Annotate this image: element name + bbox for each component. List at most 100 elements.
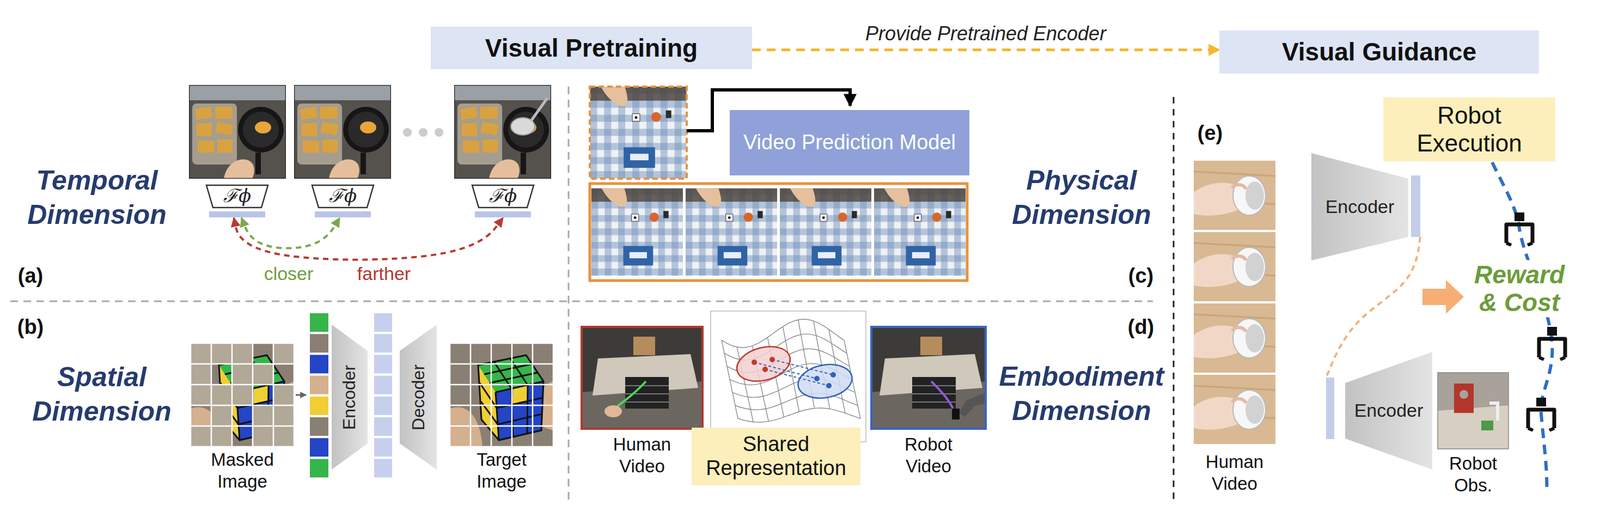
image-patch <box>309 437 329 457</box>
grid-line <box>449 343 451 447</box>
human-video-photo <box>581 326 703 429</box>
grid-line <box>190 342 295 345</box>
latent-column <box>373 312 393 478</box>
dimension-title: Embodiment Dimension <box>999 359 1165 428</box>
panel-tag: (b) <box>17 315 45 339</box>
reward-arrow <box>1422 279 1464 314</box>
predicted-frames <box>779 188 872 276</box>
gripper-icon <box>1506 212 1533 246</box>
predicted-frames <box>591 188 683 276</box>
latent-token <box>373 395 393 416</box>
encoder-trapezoid: Encoder <box>1326 351 1433 470</box>
trapezoid-shape <box>312 185 374 208</box>
mask-patch <box>211 343 232 364</box>
grid-line <box>449 446 554 448</box>
encoder-trapezoid: Encoder <box>1311 153 1421 261</box>
mask-patch <box>190 425 212 447</box>
latent-manifold <box>762 366 768 372</box>
predicted-frames <box>685 188 778 276</box>
grid-line <box>190 446 295 448</box>
patch-column <box>309 312 329 478</box>
guidance-human-frames <box>1193 160 1276 230</box>
mask-patch <box>252 425 274 447</box>
trapezoid-shape <box>1345 351 1433 470</box>
latent-token <box>373 353 393 374</box>
text-holder: ℱϕ <box>311 184 375 208</box>
dimension-title: Temporal Dimension <box>27 163 167 232</box>
human-video-photo <box>614 381 646 409</box>
robot-observation-photo <box>1437 372 1509 449</box>
grid-line <box>552 343 555 447</box>
connector <box>241 217 340 249</box>
stage-header: Visual Guidance <box>1219 30 1540 74</box>
mask-patch <box>273 425 295 447</box>
node-text: Encoder <box>339 364 360 430</box>
latent-manifold <box>751 356 775 372</box>
separator-lines <box>1173 96 1175 500</box>
grid-line <box>449 363 554 365</box>
human-video-photo <box>581 326 703 429</box>
latent-manifold <box>710 310 866 442</box>
guidance-human-frames <box>1193 231 1276 302</box>
robot-video-photo <box>951 408 960 420</box>
latent-manifold <box>795 360 856 402</box>
manifold-line <box>735 393 858 410</box>
temporal-frames <box>188 84 552 179</box>
latent-manifold <box>769 356 775 363</box>
feature-bar <box>1411 175 1421 237</box>
guidance-human-frames <box>1193 374 1276 444</box>
grid-line <box>511 343 514 447</box>
node-text: Visual Guidance <box>1281 37 1477 67</box>
latent-manifold <box>710 310 866 442</box>
mask-patch <box>273 405 295 426</box>
masked-image <box>190 343 295 447</box>
latent-manifold <box>754 359 834 386</box>
latent-manifold <box>814 371 836 389</box>
trapezoid-shape <box>472 185 534 208</box>
latent-manifold <box>814 375 820 382</box>
model-box: Video Prediction Model <box>729 110 970 176</box>
stage-header: Visual Pretraining <box>430 26 753 70</box>
robot-video-photo <box>871 326 986 429</box>
text-holder: ℱϕ <box>205 184 269 208</box>
mask-patch <box>190 363 212 385</box>
panel-tag: (e) <box>1197 121 1223 145</box>
patchify-arrow <box>295 394 307 396</box>
robot-trajectory <box>1492 162 1553 493</box>
feature-bar <box>209 211 266 218</box>
text-holder: Encoder <box>1311 174 1409 239</box>
grid-line <box>190 343 192 447</box>
gripper-icon <box>1539 326 1566 360</box>
mask-patch <box>231 384 253 406</box>
temporal-frames <box>418 127 428 137</box>
grid-line <box>449 383 554 386</box>
temporal-frames <box>402 127 412 137</box>
robot-video-photo <box>931 381 954 409</box>
robot-observation-photo <box>1489 402 1498 421</box>
robot-video-photo <box>912 385 956 402</box>
image-caption: Robot Video <box>904 433 953 477</box>
grid-line <box>190 363 295 365</box>
guidance-human-frames <box>1193 303 1276 373</box>
trapezoid-shape <box>1311 153 1409 261</box>
human-video-photo <box>581 326 703 429</box>
panel-tag: (a) <box>17 264 44 288</box>
grid-line <box>252 343 254 447</box>
mask-patches <box>190 343 295 447</box>
connector <box>752 48 1220 52</box>
image-caption: Masked Image <box>210 448 274 492</box>
latent-token <box>373 457 393 478</box>
grid-line <box>490 343 493 447</box>
image-patch <box>309 457 329 478</box>
edge-label: Provide Pretrained Encoder <box>865 22 1107 45</box>
separator-lines <box>10 300 1153 303</box>
latent-token <box>373 416 393 437</box>
decoder-trapezoid: Decoder <box>399 324 437 470</box>
grid-line <box>231 343 234 447</box>
manifold-line <box>721 319 845 348</box>
feature-bar <box>314 211 371 218</box>
dimension-title: Physical Dimension <box>1011 163 1152 232</box>
grid-line <box>190 404 295 407</box>
node-text: Robot Execution <box>1416 101 1522 157</box>
